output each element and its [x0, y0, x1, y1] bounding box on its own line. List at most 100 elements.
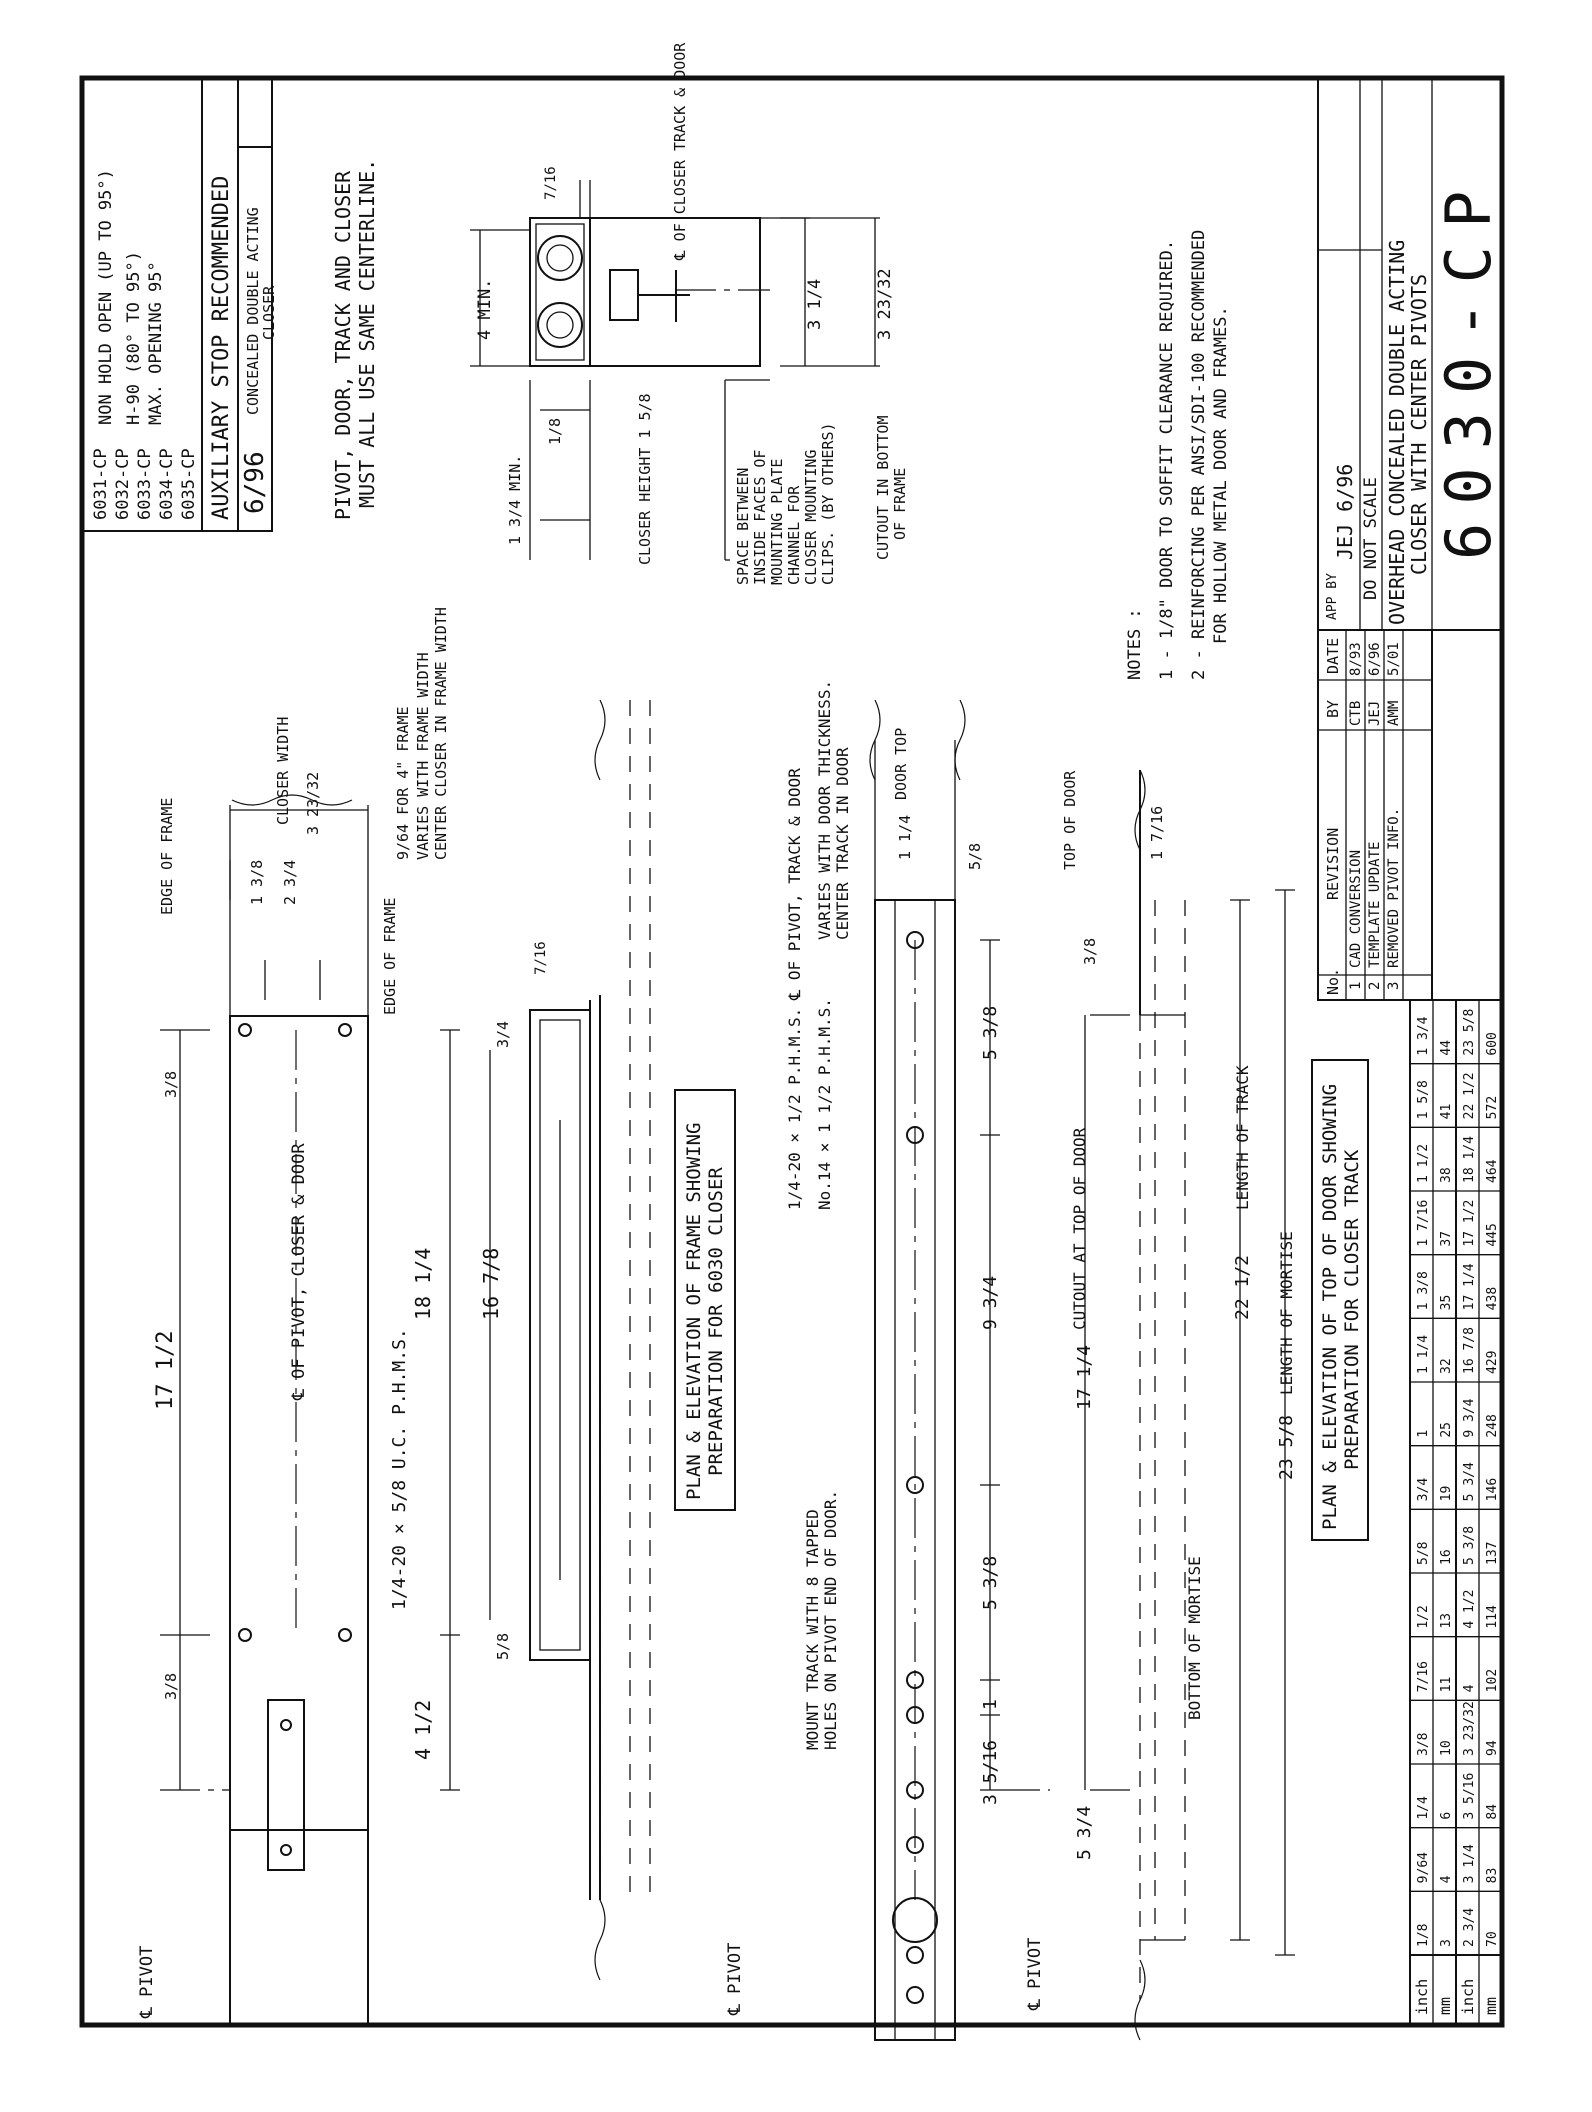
conv-cell: 23 5/8 — [1462, 1009, 1477, 1056]
conv-cell: 38 — [1439, 1167, 1454, 1183]
center-closer-note: CENTER CLOSER IN FRAME WIDTH — [432, 607, 450, 860]
dim-9-64: 9/64 FOR 4" FRAME — [394, 706, 412, 860]
edge-of-frame-2: EDGE OF FRAME — [381, 898, 399, 1015]
dim-1-3-8: 1 3/8 — [248, 860, 266, 905]
dim-17-1-2: 17 1/2 — [153, 1331, 178, 1410]
dim-7-16-frame: 7/16 — [533, 941, 549, 975]
conv-cell: 5 3/8 — [1462, 1526, 1477, 1565]
conv-cell: 4 — [1462, 1684, 1477, 1692]
track-cl-label: ℄ OF PIVOT, TRACK & DOOR — [785, 768, 804, 1001]
closer-cl-label: ℄ OF PIVOT, CLOSER & DOOR — [289, 1143, 309, 1401]
general-note-1: PIVOT, DOOR, TRACK AND CLOSER — [331, 170, 355, 520]
dim-5-8-frame: 5/8 — [494, 1633, 512, 1660]
conv-cell: 5/8 — [1416, 1542, 1431, 1565]
edge-of-frame-1: EDGE OF FRAME — [158, 798, 176, 915]
cutout-bottom-2: OF FRAME — [891, 468, 909, 540]
drawing-number: 6030-CP — [1432, 173, 1505, 560]
mount-note-2: HOLES ON PIVOT END OF DOOR. — [821, 1490, 840, 1750]
space-note-2: INSIDE FACES OF — [751, 450, 769, 585]
app-by-label: APP BY — [1325, 573, 1340, 620]
dim-16-7-8: 16 7/8 — [479, 1248, 503, 1320]
rev-3-no: 3 — [1386, 982, 1402, 990]
dim-1: 1 — [980, 1699, 1001, 1710]
conv-cell: 600 — [1485, 1032, 1500, 1055]
general-note-2: MUST ALL USE SAME CENTERLINE. — [355, 159, 379, 508]
door-title-1: PLAN & ELEVATION OF TOP OF DOOR SHOWING — [1319, 1084, 1341, 1530]
dim-5-8-door: 5/8 — [966, 843, 984, 870]
conv-cell: 572 — [1485, 1096, 1500, 1119]
dim-2-3-4: 2 3/4 — [281, 860, 299, 905]
dim-3-8-frame-a: 3/8 — [162, 1071, 180, 1098]
dim-3-4-frame: 3/4 — [494, 1021, 512, 1048]
dim-4-1-2: 4 1/2 — [411, 1700, 435, 1760]
dim-3-8-door: 3/8 — [1081, 938, 1099, 965]
closer-gear-lower — [537, 302, 583, 348]
closer-height-note: CLOSER HEIGHT 1 5/8 — [636, 393, 654, 565]
conv-cell: 35 — [1439, 1295, 1454, 1311]
conv-cell: 41 — [1439, 1104, 1454, 1120]
closer-gear-upper — [537, 235, 583, 281]
conv-cell: 70 — [1485, 1931, 1500, 1947]
note-1: 1 - 1/8" DOOR TO SOFFIT CLEARANCE REQUIR… — [1157, 240, 1177, 680]
space-note-1: SPACE BETWEEN — [734, 468, 752, 585]
conv-cell: 32 — [1439, 1358, 1454, 1374]
conv-cell: 16 7/8 — [1462, 1327, 1477, 1374]
closer-width-label: CLOSER WIDTH — [274, 717, 292, 825]
dim-3-23-32-frame: 3 23/32 — [304, 772, 322, 835]
conv-cell: 3 23/32 — [1462, 1701, 1477, 1756]
note-2b: FOR HOLLOW METAL DOOR AND FRAMES. — [1211, 306, 1231, 644]
conv-cell: 3 1/4 — [1462, 1844, 1477, 1883]
conv-cell: 1 — [1416, 1430, 1431, 1438]
dim-1-1-4: 1 1/4 — [896, 815, 914, 860]
conv-cell: 18 1/4 — [1462, 1136, 1477, 1183]
length-of-track: LENGTH OF TRACK — [1233, 1065, 1252, 1210]
length-of-mortise: LENGTH OF MORTISE — [1277, 1231, 1296, 1395]
conv-row-label: mm — [1482, 1997, 1500, 2015]
frame-elevation — [440, 699, 736, 1981]
conv-cell: 37 — [1439, 1231, 1454, 1247]
cutout-bottom-1: CUTOUT IN BOTTOM — [874, 416, 892, 561]
dim-3-5-16: 3 5/16 — [980, 1740, 1001, 1805]
door-elevation — [1084, 769, 1369, 2041]
conv-cell: 1 5/8 — [1416, 1080, 1431, 1119]
varies-frame-width: VARIES WITH FRAME WIDTH — [414, 652, 432, 860]
conv-cell: 9 3/4 — [1462, 1398, 1477, 1437]
conv-cell: 6 — [1439, 1812, 1454, 1820]
cutout-bottom-note: CUTOUT IN BOTTOM OF FRAME — [874, 416, 909, 561]
rev-3-text: REMOVED PIVOT INFO. — [1386, 808, 1402, 968]
dim-3-1-4: 3 1/4 — [805, 279, 825, 330]
dim-9-3-4: 9 3/4 — [980, 1276, 1001, 1330]
model-6035: 6035-CP — [179, 448, 199, 520]
aux-stop-note: AUXILIARY STOP RECOMMENDED — [209, 176, 234, 520]
closer-track-cl-label: ℄ OF CLOSER TRACK & DOOR — [671, 42, 689, 261]
conv-cell: 22 1/2 — [1462, 1072, 1477, 1119]
dim-5-3-8-b: 5 3/8 — [980, 1556, 1001, 1610]
conv-cell: 83 — [1485, 1868, 1500, 1884]
door-top-plan — [869, 699, 1050, 2041]
rev-1-text: CAD CONVERSION — [1348, 850, 1364, 968]
notes-block: NOTES : 1 - 1/8" DOOR TO SOFFIT CLEARANC… — [1125, 230, 1231, 680]
rev-2-text: TEMPLATE UPDATE — [1367, 842, 1383, 968]
rev-2-no: 2 — [1367, 982, 1383, 990]
pivot-cl-elevation: ℄ PIVOT — [725, 1943, 745, 2016]
rev-header-no: No. — [1324, 968, 1342, 995]
top-of-door-label: TOP OF DOOR — [1061, 770, 1079, 870]
header-block: 6031-CP 6032-CP 6033-CP 6034-CP 6035-CP … — [81, 77, 278, 532]
conv-row-label: inch — [1413, 1979, 1431, 2015]
closer-section — [470, 180, 880, 561]
bottom-of-mortise: BOTTOM OF MORTISE — [1185, 1556, 1204, 1720]
conv-cell: 1 7/16 — [1416, 1200, 1431, 1247]
frame-screw-spec: 1/4-20 × 5/8 U.C. P.H.M.S. — [389, 1328, 410, 1610]
dim-1-7-16: 1 7/16 — [1148, 806, 1166, 860]
dim-18-1-4: 18 1/4 — [411, 1248, 435, 1320]
center-track-note: CENTER TRACK IN DOOR — [833, 747, 852, 940]
dim-17-1-4: 17 1/4 — [1074, 1345, 1095, 1410]
door-title-2: PREPARATION FOR CLOSER TRACK — [1341, 1149, 1363, 1470]
drawing-title-2: CLOSER WITH CENTER PIVOTS — [1407, 274, 1431, 575]
space-note-3: MOUNTING PLATE — [768, 459, 786, 585]
dim-22-1-2: 22 1/2 — [1232, 1255, 1253, 1320]
rev-3-date: 5/01 — [1386, 642, 1402, 676]
rev-1-date: 8/93 — [1348, 642, 1364, 676]
